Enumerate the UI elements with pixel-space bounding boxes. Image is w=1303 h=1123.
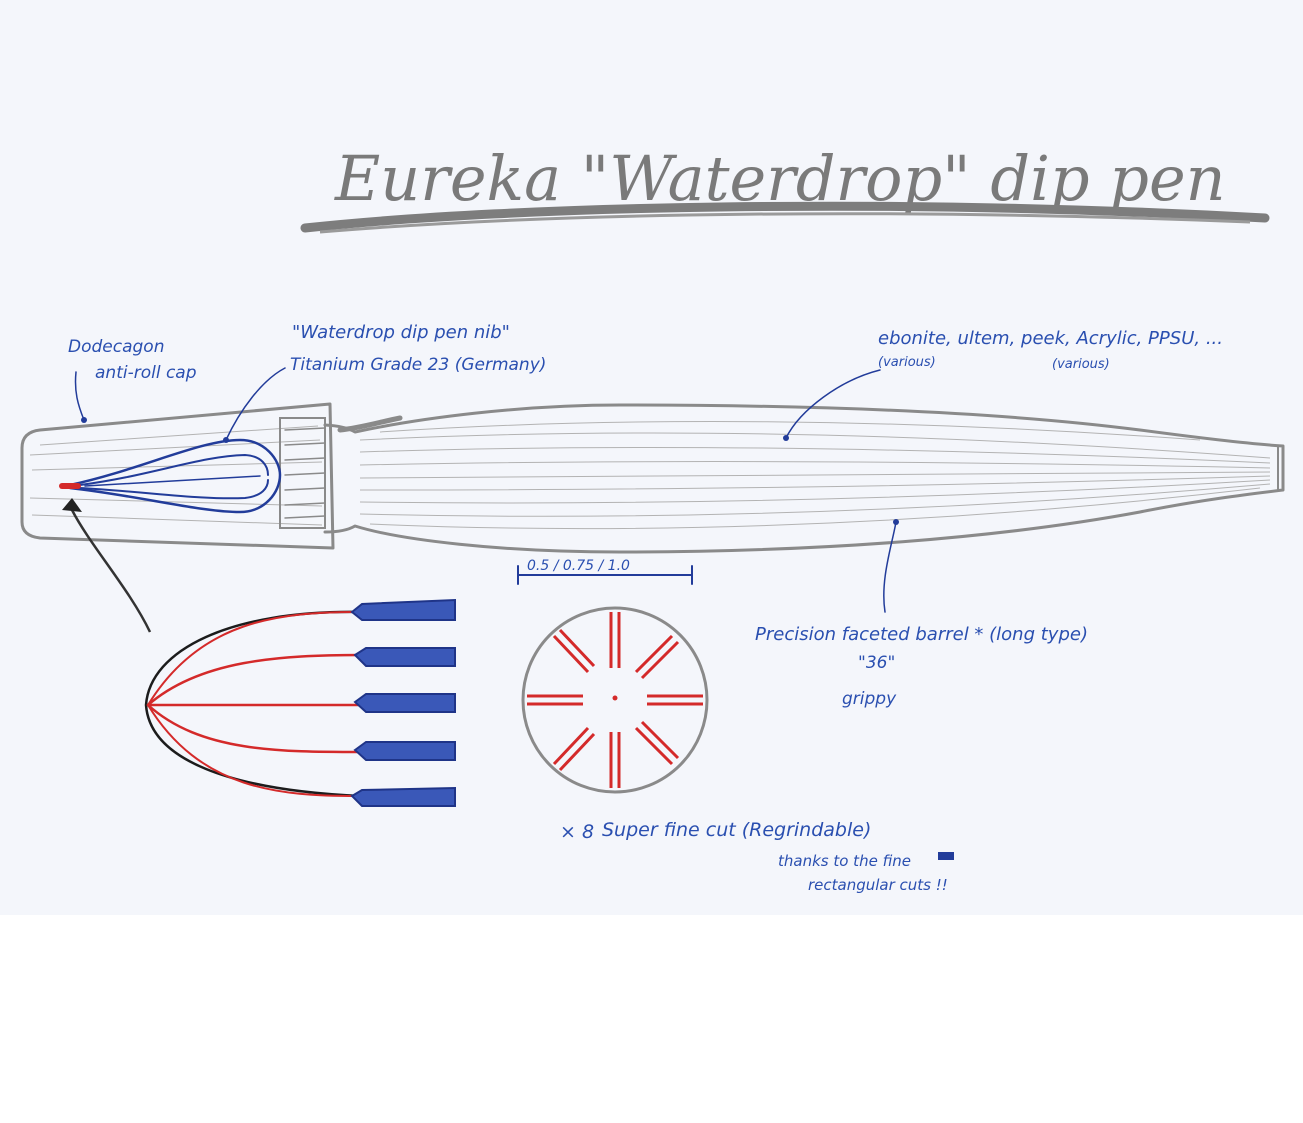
nib-tine-blocks bbox=[350, 598, 456, 807]
cut-label-line3: rectangular cuts !! bbox=[808, 876, 948, 894]
cap-outline bbox=[20, 402, 335, 550]
barrel-label-line3: grippy bbox=[842, 689, 897, 709]
nib-detail bbox=[144, 598, 456, 807]
cut-count: × 8 bbox=[560, 821, 594, 843]
barrel-label-line2: "36" bbox=[858, 653, 895, 673]
barrel-outline bbox=[323, 403, 1285, 554]
thread-section bbox=[279, 417, 326, 529]
dip-pen-sketch: Eureka "Waterdrop" dip pen bbox=[20, 142, 1285, 894]
scribble-mark bbox=[938, 852, 954, 860]
pen-drawing bbox=[20, 402, 1285, 633]
cap-label-line1: Dodecagon bbox=[68, 337, 164, 357]
various-label-2: (various) bbox=[1052, 357, 1110, 372]
dimension-label: 0.5 / 0.75 / 1.0 bbox=[527, 558, 630, 574]
dimension-indicator: 0.5 / 0.75 / 1.0 bbox=[517, 558, 693, 585]
materials-label: ebonite, ultem, peek, Acrylic, PPSU, ... bbox=[878, 328, 1223, 349]
leader-lines bbox=[74, 367, 899, 613]
barrel-label-line1: Precision faceted barrel * (long type) bbox=[755, 624, 1088, 645]
tip-arrow bbox=[70, 509, 152, 633]
cut-label-line1: Super fine cut (Regrindable) bbox=[602, 819, 871, 841]
arrow-head bbox=[62, 498, 82, 512]
nib-label-line1: "Waterdrop dip pen nib" bbox=[292, 322, 510, 343]
nib-in-cap bbox=[59, 438, 282, 514]
various-label-1: (various) bbox=[878, 355, 936, 370]
rectangular-cuts bbox=[527, 612, 703, 788]
cross-section bbox=[521, 606, 709, 794]
title-underline bbox=[300, 201, 1270, 233]
cut-label-line2: thanks to the fine bbox=[778, 852, 911, 870]
nib-label-line2: Titanium Grade 23 (Germany) bbox=[290, 355, 546, 375]
cap-label-line2: anti-roll cap bbox=[95, 363, 197, 383]
